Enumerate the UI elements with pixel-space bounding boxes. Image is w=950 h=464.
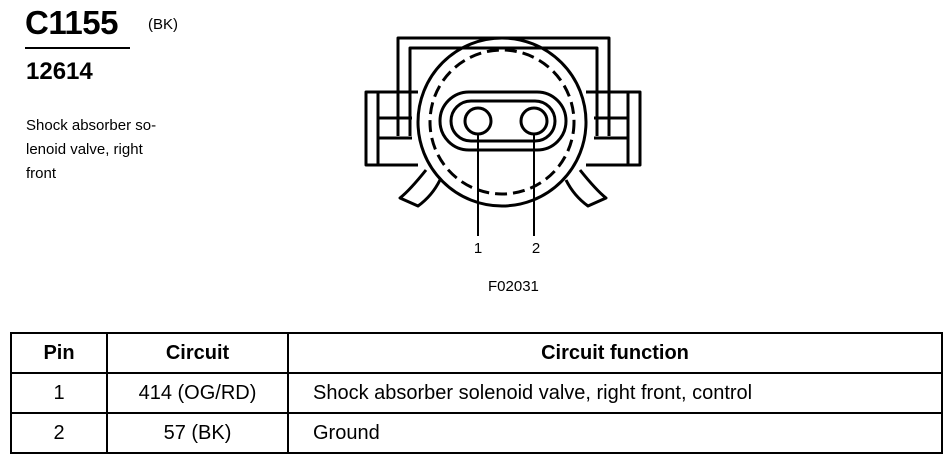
figure-id: F02031: [488, 278, 539, 295]
cell-pin: 1: [10, 372, 108, 414]
header-circuit: Circuit: [106, 332, 289, 374]
cell-circuit-function: Ground: [287, 412, 943, 454]
table-header-row: Pin Circuit Circuit function: [10, 332, 943, 374]
seal-ring: [428, 48, 576, 196]
connector-body: [416, 36, 588, 208]
right-latch: [586, 90, 642, 167]
header-circuit-function: Circuit function: [287, 332, 943, 374]
pinout-table: Pin Circuit Circuit function 1 414 (OG/R…: [10, 332, 943, 454]
header-pin: Pin: [10, 332, 108, 374]
pin-2-terminal: [519, 106, 549, 136]
table-row: 1 414 (OG/RD) Shock absorber solenoid va…: [10, 372, 943, 414]
connector-description: Shock absorber so- lenoid valve, right f…: [26, 117, 157, 182]
connector-id: C1155: [25, 4, 118, 41]
pin-2-label: 2: [531, 240, 541, 257]
pin-1-terminal: [463, 106, 493, 136]
table-row: 2 57 (BK) Ground: [10, 412, 943, 454]
part-number: 12614: [26, 58, 93, 85]
left-latch-inner: [376, 92, 412, 165]
cell-circuit: 57 (BK): [106, 412, 289, 454]
header-rule: [25, 47, 130, 49]
left-foot: [398, 169, 442, 208]
connector-face-diagram: 1 2: [340, 30, 660, 300]
cell-circuit-function: Shock absorber solenoid valve, right fro…: [287, 372, 943, 414]
color-code: (BK): [148, 16, 178, 33]
cell-circuit: 414 (OG/RD): [106, 372, 289, 414]
left-latch: [364, 90, 418, 167]
pin-1-label: 1: [473, 240, 483, 257]
right-latch-inner: [594, 92, 630, 165]
right-foot: [564, 169, 608, 208]
cell-pin: 2: [10, 412, 108, 454]
connector-drawing: [364, 36, 642, 236]
